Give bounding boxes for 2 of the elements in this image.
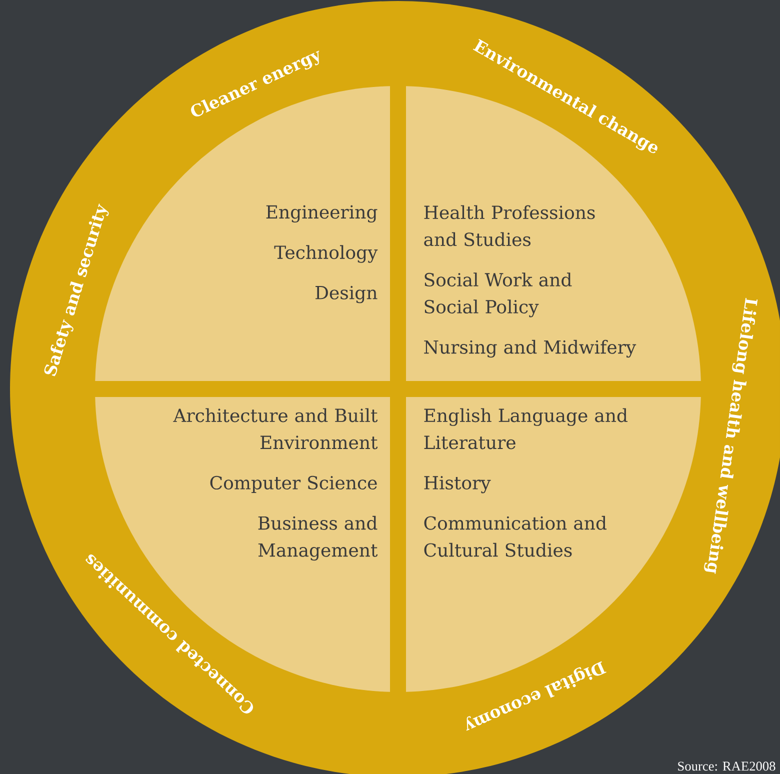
theme-label: Lifelong health and wellbeing bbox=[704, 298, 758, 574]
source-note: Source: RAE2008 bbox=[675, 760, 778, 773]
